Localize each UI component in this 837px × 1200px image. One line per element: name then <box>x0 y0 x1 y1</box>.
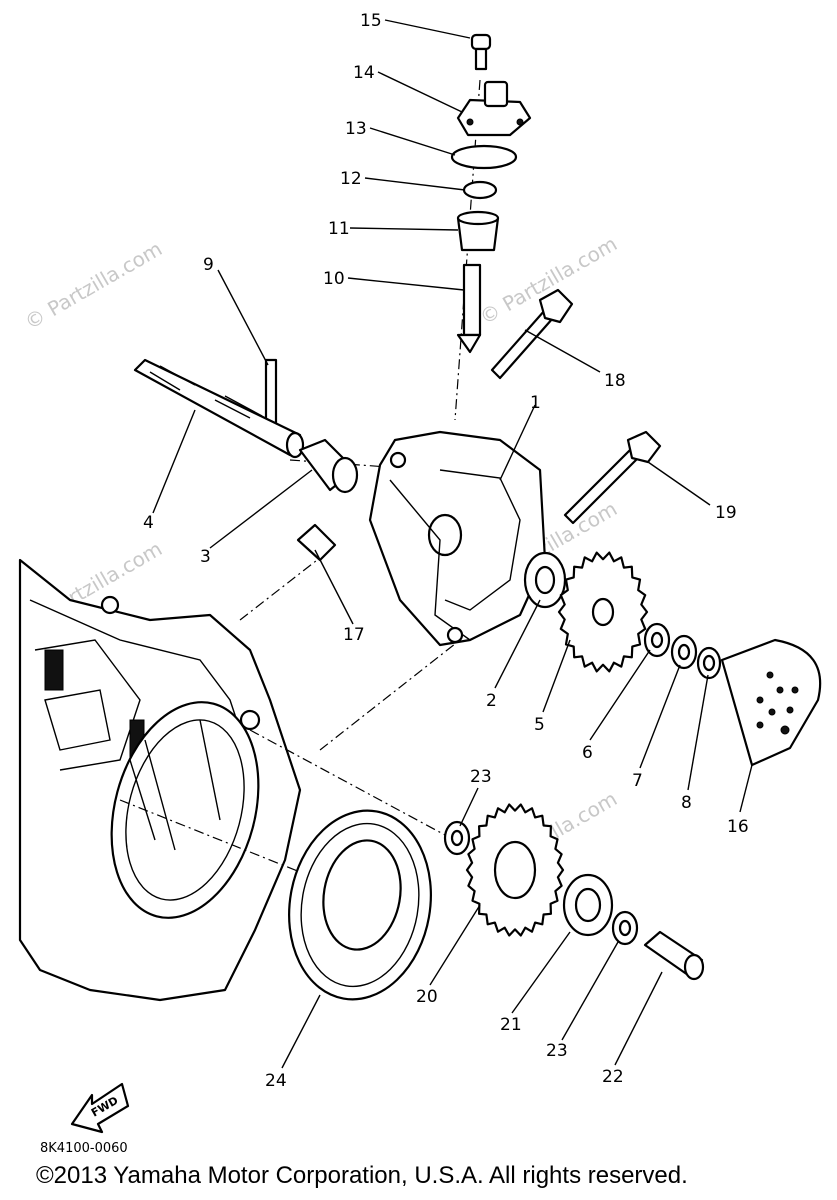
callout-20: 20 <box>416 987 438 1007</box>
drawing-code: 8K4100-0060 <box>40 1141 128 1156</box>
part-10-shaft <box>456 263 482 354</box>
callout-23-lower: 23 <box>546 1041 568 1061</box>
part-22-pin <box>643 930 705 981</box>
part-16-plate <box>720 638 822 767</box>
callout-16: 16 <box>727 817 749 837</box>
callout-9: 9 <box>203 255 214 275</box>
crankcase-illustration <box>18 558 302 1002</box>
callout-6: 6 <box>582 743 593 763</box>
callout-numbers: 15 14 13 12 11 10 9 18 1 19 4 3 17 2 5 6… <box>143 11 749 1091</box>
watermark-text: © Partzilla.com <box>21 236 167 334</box>
part-21-bearing <box>562 873 614 937</box>
part-18-bolt <box>490 288 574 380</box>
callout-4: 4 <box>143 513 154 533</box>
callout-2: 2 <box>486 691 497 711</box>
callout-10: 10 <box>323 269 345 289</box>
part-7-washer <box>670 634 698 670</box>
part-6-washer <box>643 622 671 658</box>
part-2-bearing <box>523 551 567 609</box>
callout-22: 22 <box>602 1067 624 1087</box>
part-15-bolt <box>470 33 492 71</box>
part-23-washer-upper <box>443 820 471 856</box>
callout-3: 3 <box>200 547 211 567</box>
leader-lines <box>152 19 753 1069</box>
part-3-collar <box>298 438 359 494</box>
part-13-gasket <box>450 144 518 170</box>
callout-8: 8 <box>681 793 692 813</box>
callout-1: 1 <box>530 393 541 413</box>
part-12-seal <box>462 180 498 200</box>
callout-5: 5 <box>534 715 545 735</box>
part-8-nut <box>696 646 722 680</box>
callout-23-upper: 23 <box>470 767 492 787</box>
callout-15: 15 <box>360 11 382 31</box>
part-1-cover <box>368 430 547 647</box>
callout-19: 19 <box>715 503 737 523</box>
callout-7: 7 <box>632 771 643 791</box>
part-11-bushing <box>456 210 500 252</box>
callout-11: 11 <box>328 219 350 239</box>
part-19-bolt <box>563 430 662 525</box>
callout-17: 17 <box>343 625 365 645</box>
part-23-washer-lower <box>611 910 639 946</box>
copyright-notice: ©2013 Yamaha Motor Corporation, U.S.A. A… <box>36 1162 688 1189</box>
forward-arrow-icon: FWD <box>70 1082 130 1134</box>
part-4-shaft <box>133 358 305 459</box>
callout-24: 24 <box>265 1071 287 1091</box>
callout-21: 21 <box>500 1015 522 1035</box>
callout-18: 18 <box>604 371 626 391</box>
part-24-disc <box>288 809 432 1001</box>
part-17-dowel <box>296 523 337 562</box>
part-20-gear <box>465 803 565 937</box>
part-14-housing <box>456 80 532 137</box>
callout-13: 13 <box>345 119 367 139</box>
callout-14: 14 <box>353 63 375 83</box>
part-5-sprocket <box>557 551 649 673</box>
callout-12: 12 <box>340 169 362 189</box>
